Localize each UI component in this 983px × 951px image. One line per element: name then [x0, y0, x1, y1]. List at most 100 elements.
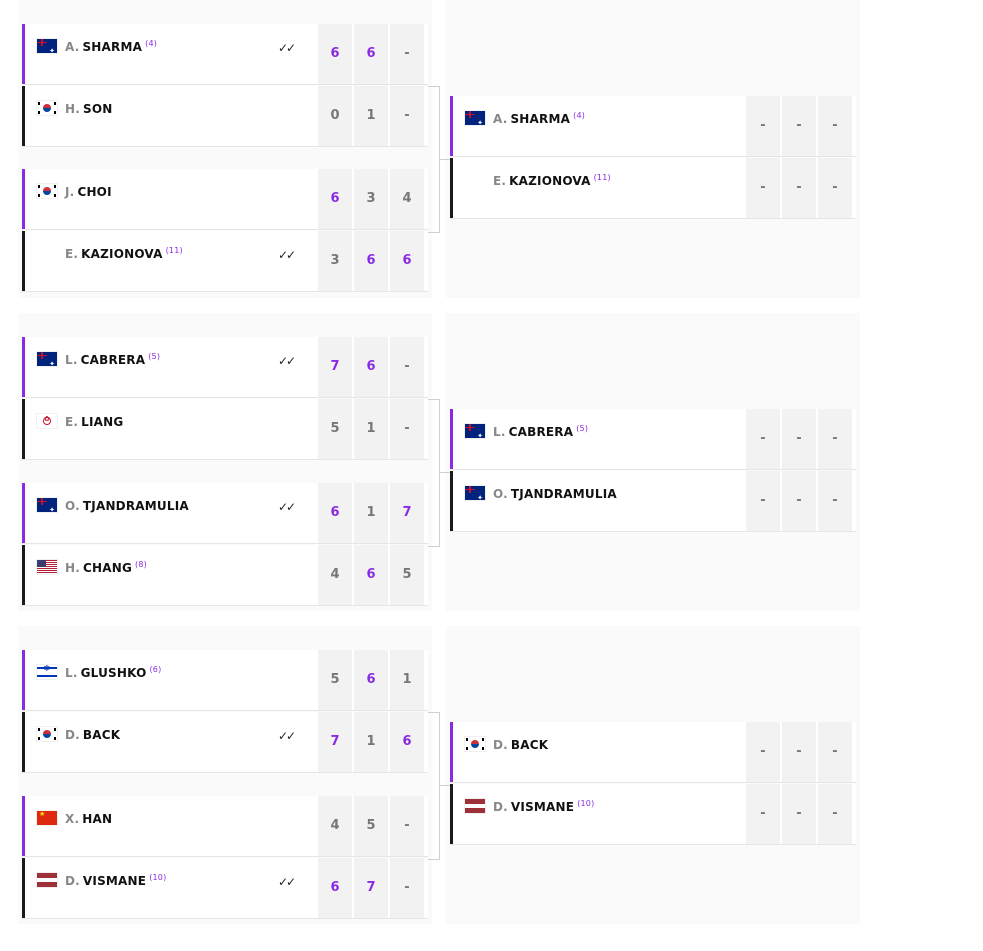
set-score: -: [818, 722, 852, 782]
player-row[interactable]: L.CABRERA(5)---: [450, 409, 856, 470]
player-name[interactable]: D.VISMANE(10): [493, 799, 595, 814]
set-score: -: [782, 471, 816, 531]
set-score: -: [746, 158, 780, 218]
player-surname: HAN: [82, 812, 113, 826]
player-initial: O.: [493, 487, 508, 501]
player-row[interactable]: A.SHARMA(4)---: [450, 96, 856, 157]
player-seed: (8): [135, 560, 147, 569]
player-name[interactable]: D.BACK: [65, 728, 120, 742]
player-initial: X.: [65, 812, 80, 826]
player-name[interactable]: D.VISMANE(10): [65, 873, 166, 888]
player-name[interactable]: H.SON: [65, 102, 113, 116]
set-score: -: [746, 784, 780, 844]
player-surname: BACK: [82, 728, 121, 742]
match-card[interactable]: D.BACK---D.VISMANE(10)---: [450, 722, 856, 846]
player-initial: J.: [65, 185, 75, 199]
bracket-connector-line: [439, 785, 450, 786]
player-name[interactable]: X.HAN: [65, 812, 112, 826]
set-score: -: [746, 409, 780, 469]
player-name[interactable]: L.CABRERA(5): [493, 424, 588, 439]
set-score: -: [390, 337, 424, 397]
winner-check-icon: ✓✓: [278, 41, 296, 55]
player-name[interactable]: E.LIANG: [65, 415, 123, 429]
set-score: 5: [354, 796, 388, 856]
player-row[interactable]: L.GLUSHKO(6)561: [22, 650, 428, 711]
player-name[interactable]: O.TJANDRAMULIA: [65, 499, 189, 513]
set-score: 6: [354, 337, 388, 397]
set-score: 3: [318, 231, 352, 291]
player-row[interactable]: E.KAZIONOVA(11)---: [450, 158, 856, 219]
player-indicator-bar: [450, 409, 453, 469]
south-korea-flag-icon: [37, 727, 57, 741]
player-surname: TJANDRAMULIA: [510, 487, 617, 501]
player-seed: (11): [593, 173, 611, 182]
player-name[interactable]: J.CHOI: [65, 185, 112, 199]
match-card[interactable]: A.SHARMA(4)---E.KAZIONOVA(11)---: [450, 96, 856, 220]
player-initial: A.: [65, 40, 80, 54]
player-name[interactable]: L.CABRERA(5): [65, 352, 160, 367]
player-surname: GLUSHKO: [80, 666, 147, 680]
set-score: 1: [354, 399, 388, 459]
player-indicator-bar: [22, 24, 25, 84]
bracket-connector: [428, 712, 440, 860]
player-surname: VISMANE: [82, 874, 147, 888]
player-initial: D.: [65, 874, 80, 888]
player-row[interactable]: O.TJANDRAMULIA✓✓617: [22, 483, 428, 544]
player-seed: (4): [573, 111, 586, 120]
player-row[interactable]: A.SHARMA(4)✓✓66-: [22, 24, 428, 85]
player-name[interactable]: A.SHARMA(4): [65, 39, 157, 54]
player-seed: (6): [149, 665, 162, 674]
match-card[interactable]: X.HAN 45-D.VISMANE(10)✓✓67-: [22, 796, 428, 920]
player-indicator-bar: [22, 231, 25, 291]
player-name[interactable]: A.SHARMA(4): [493, 111, 586, 126]
set-score: 1: [354, 712, 388, 772]
set-score: -: [782, 158, 816, 218]
set-score: 0: [318, 86, 352, 146]
player-surname: SON: [83, 102, 113, 116]
set-score: 7: [318, 337, 352, 397]
winner-check-icon: ✓✓: [278, 354, 296, 368]
australia-flag-icon: [37, 498, 57, 512]
player-name[interactable]: O.TJANDRAMULIA: [493, 487, 617, 501]
player-name[interactable]: E.KAZIONOVA(11): [65, 246, 183, 261]
player-row[interactable]: O.TJANDRAMULIA---: [450, 471, 856, 532]
set-score: -: [782, 784, 816, 844]
set-score: 1: [390, 650, 424, 710]
latvia-flag-icon: [465, 799, 485, 813]
player-name[interactable]: L.GLUSHKO(6): [65, 665, 162, 680]
player-surname: BACK: [510, 738, 549, 752]
player-row[interactable]: D.VISMANE(10)---: [450, 784, 856, 845]
latvia-flag-icon: [37, 873, 57, 887]
player-row[interactable]: L.CABRERA(5) ✓✓ 76-: [22, 337, 428, 398]
set-score: 7: [318, 712, 352, 772]
player-name[interactable]: H.CHANG(8): [65, 560, 147, 575]
match-card[interactable]: L.CABRERA(5)---O.TJANDRAMULIA---: [450, 409, 856, 533]
set-score: 6: [354, 545, 388, 605]
player-seed: (10): [577, 799, 595, 808]
set-score: -: [390, 858, 424, 918]
player-surname: VISMANE: [510, 800, 575, 814]
player-surname: CHOI: [77, 185, 112, 199]
set-score: -: [746, 471, 780, 531]
set-score: 4: [318, 796, 352, 856]
set-score: 4: [390, 169, 424, 229]
player-initial: L.: [493, 425, 506, 439]
player-name[interactable]: E.KAZIONOVA(11): [493, 173, 611, 188]
south-korea-flag-icon: [37, 184, 57, 198]
player-row[interactable]: D.BACK---: [450, 722, 856, 783]
player-name[interactable]: D.BACK: [493, 738, 548, 752]
player-indicator-bar: [22, 86, 25, 146]
